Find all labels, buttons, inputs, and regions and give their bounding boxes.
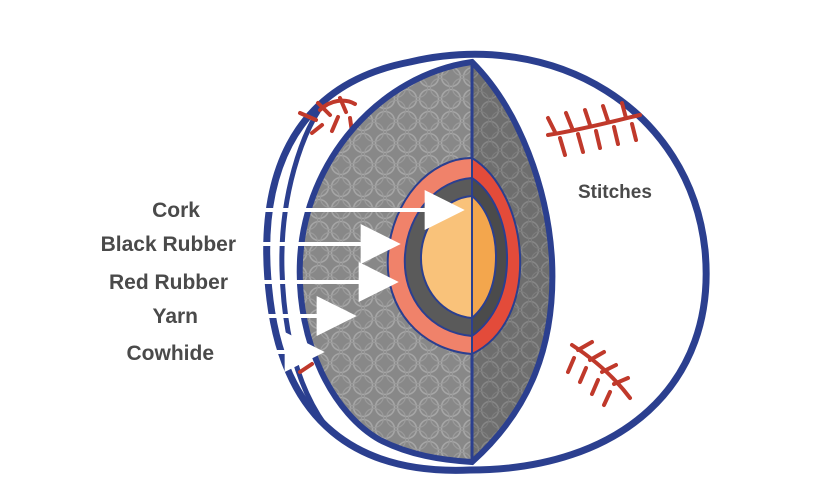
stitches-top-left <box>298 96 357 135</box>
label-cork: Cork <box>152 199 200 222</box>
label-yarn: Yarn <box>152 305 198 328</box>
stitches-top-right <box>546 101 642 157</box>
cork-core-right <box>472 196 496 318</box>
label-cowhide: Cowhide <box>127 342 215 365</box>
stitches-bottom-right <box>566 340 632 407</box>
baseball-rim <box>279 93 332 427</box>
label-stitches: Stitches <box>578 182 652 203</box>
label-black-rubber: Black Rubber <box>101 233 236 256</box>
cowhide-edge <box>296 58 556 466</box>
label-red-rubber: Red Rubber <box>109 271 228 294</box>
